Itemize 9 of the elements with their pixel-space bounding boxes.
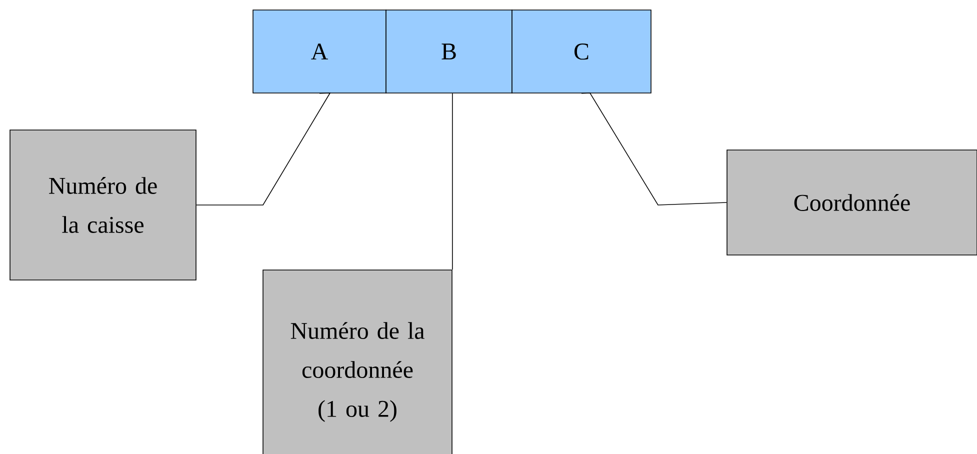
label-box: Numéro de la coordonnée (1 ou 2) [262,270,452,454]
leader-line [452,93,453,270]
table-cell: C [512,10,652,94]
leader-line [196,92,331,206]
label-box: Numéro de la caisse [10,130,196,280]
label-box: Coordonnée [726,150,977,256]
leader-line [581,92,727,206]
table-cell: B [386,10,512,94]
table-cell: A [252,10,386,94]
